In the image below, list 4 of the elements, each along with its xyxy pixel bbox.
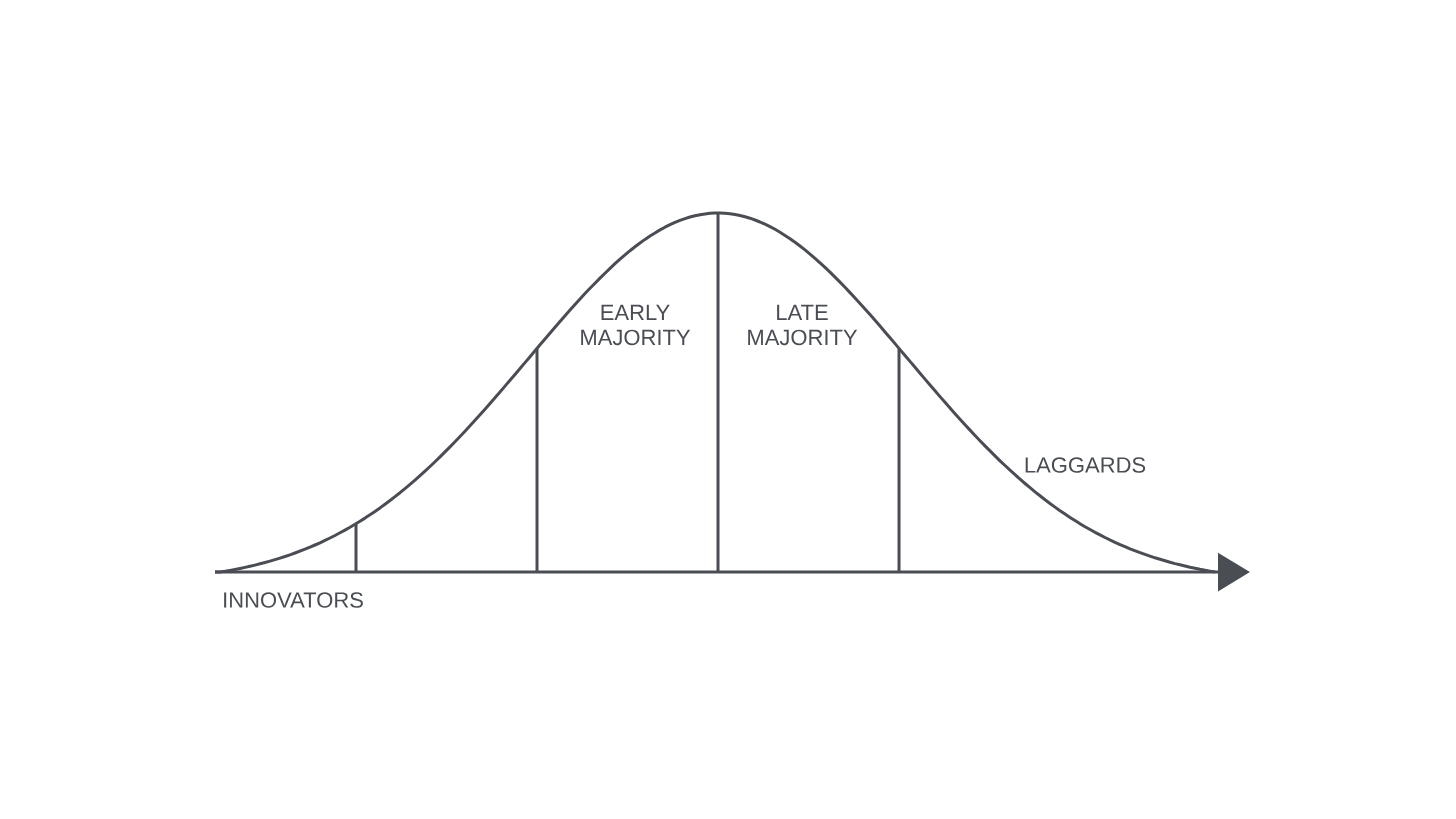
segment-label: INNOVATORS (224, 592, 363, 608)
segment-label: LATE MAJORITY (748, 304, 858, 346)
segment-label: LAGGARDS (1025, 457, 1146, 473)
segment-label: EARLY MAJORITY (581, 304, 691, 346)
